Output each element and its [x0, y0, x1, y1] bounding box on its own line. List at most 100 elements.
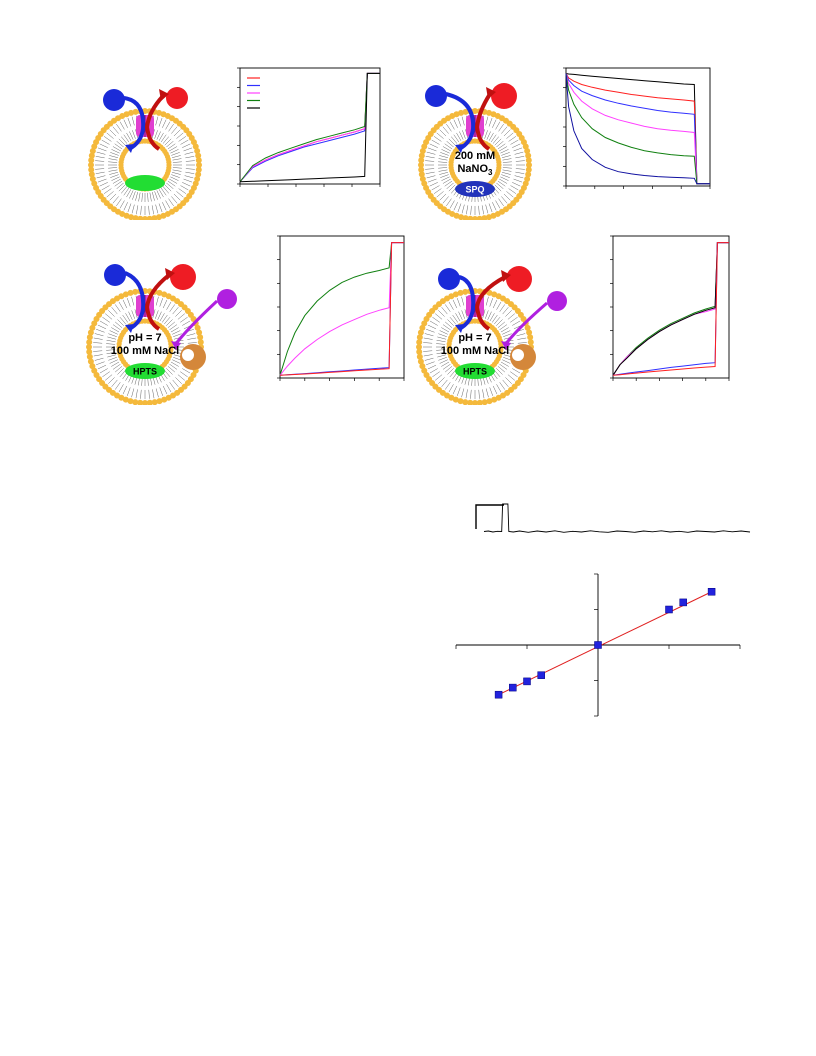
- lipid-tail: [183, 178, 193, 183]
- lipid-tail: [159, 298, 164, 307]
- lipid-tail: [510, 316, 518, 323]
- lipid-tail: [177, 313, 185, 320]
- lipid-tail: [93, 337, 103, 340]
- lipid-tail: [439, 193, 447, 201]
- lipid-head: [137, 399, 144, 406]
- lipid-tail: [499, 178, 508, 184]
- lipid-head: [416, 344, 422, 350]
- lipid-tail: [166, 319, 173, 326]
- lipid-tail: [173, 129, 181, 137]
- lipid-tail: [439, 330, 448, 335]
- lipid-tail: [172, 161, 182, 163]
- lipid-head: [417, 329, 424, 336]
- lipid-tail: [505, 310, 512, 317]
- lipid-tail: [171, 172, 181, 175]
- series-line-2: [239, 72, 380, 183]
- lipid-tail: [496, 301, 502, 310]
- lipid-tail: [176, 132, 184, 139]
- data-point: [494, 690, 503, 699]
- lipid-tail: [426, 361, 435, 366]
- lipid-head: [132, 399, 139, 406]
- lipid-tail: [501, 152, 510, 156]
- lipid-head: [118, 293, 125, 300]
- lipid-tail: [439, 172, 449, 175]
- lipid-tail: [116, 198, 122, 207]
- lipid-head: [524, 148, 531, 155]
- lipid-tail: [485, 116, 489, 126]
- lipid-tail: [152, 191, 155, 201]
- lipid-head: [196, 329, 203, 336]
- lipid-tail: [159, 387, 164, 396]
- lipid-head: [195, 171, 202, 178]
- lipid-tail: [180, 185, 189, 191]
- lipid-tail: [101, 139, 110, 145]
- lipid-tail: [116, 182, 124, 189]
- lipid-tail: [127, 117, 132, 127]
- lipid-tail: [109, 129, 117, 137]
- lipid-tail: [486, 131, 491, 140]
- lipid-head: [416, 353, 423, 360]
- lipid-head: [418, 157, 425, 164]
- lipid-tail: [108, 310, 115, 317]
- lipid-tail: [114, 366, 123, 373]
- lipid-tail: [448, 301, 454, 310]
- lipid-tail: [170, 176, 179, 181]
- lipid-tail: [162, 385, 168, 395]
- lipid-tail: [167, 366, 176, 373]
- lipid-tail: [112, 364, 121, 370]
- lipid-tail: [444, 366, 453, 373]
- lipid-head: [197, 339, 204, 346]
- series-line-2: [565, 73, 710, 185]
- anion-icon: [438, 268, 460, 290]
- lipid-tail: [119, 316, 126, 325]
- lipid-head: [418, 171, 425, 178]
- lipid-tail: [135, 191, 138, 201]
- lipid-tail: [123, 134, 130, 143]
- lipid-tail: [95, 168, 105, 170]
- lipid-tail: [459, 131, 464, 140]
- lipid-tail: [155, 296, 159, 306]
- lipid-tail: [166, 368, 173, 375]
- lipid-tail: [513, 178, 523, 183]
- lipid-tail: [116, 123, 122, 132]
- lipid-tail: [111, 379, 118, 387]
- lipid-tail: [517, 337, 527, 340]
- lipid-head: [88, 152, 95, 159]
- lipid-tail: [166, 384, 172, 393]
- vesicle-condition-text: 100 mM NaCl: [111, 345, 179, 357]
- lipid-tail: [507, 374, 515, 381]
- lipid-tail: [458, 311, 463, 320]
- lipid-head: [485, 214, 492, 221]
- lipid-tail: [121, 186, 128, 194]
- lipid-tail: [164, 184, 172, 192]
- lipid-tail: [109, 330, 118, 335]
- lipid-tail: [154, 130, 158, 139]
- lipid-tail: [457, 203, 462, 213]
- lipid-head: [87, 358, 94, 365]
- lipid-tail: [114, 304, 121, 312]
- lipid-tail: [185, 156, 195, 159]
- lipid-head: [462, 288, 469, 295]
- lipid-tail: [442, 146, 451, 152]
- lipid-tail: [507, 313, 515, 320]
- lipid-head: [194, 148, 201, 155]
- vesicle-diagram-1: [80, 80, 230, 222]
- lipid-tail: [171, 155, 181, 158]
- lipid-tail: [438, 357, 447, 361]
- lipid-tail: [183, 147, 193, 152]
- lipid-tail: [481, 205, 484, 215]
- vesicle-condition-text: 100 mM NaCl: [441, 345, 509, 357]
- lipid-tail: [167, 143, 176, 150]
- lipid-tail: [111, 327, 120, 333]
- lipid-tail: [177, 374, 185, 381]
- lipid-tail: [444, 143, 453, 150]
- lipid-tail: [446, 141, 454, 148]
- lipid-tail: [502, 379, 509, 387]
- lipid-tail: [492, 385, 498, 395]
- lipid-tail: [453, 134, 460, 143]
- lipid-tail: [502, 161, 512, 163]
- lipid-head: [417, 358, 424, 365]
- lipid-head: [196, 162, 202, 168]
- vesicle-condition-text: pH = 7: [128, 332, 161, 344]
- lipid-tail: [97, 364, 107, 370]
